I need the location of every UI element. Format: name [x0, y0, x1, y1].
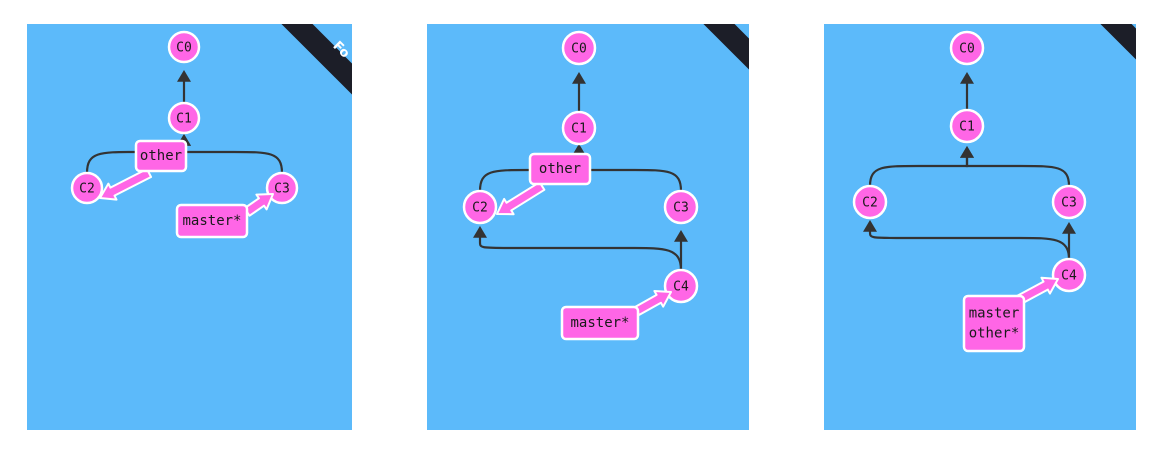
commit-node-c0[interactable]: C0	[167, 30, 201, 64]
commit-label: C3	[274, 182, 290, 197]
commit-circle	[949, 108, 985, 144]
edge-c3-c1	[182, 136, 284, 174]
panel-background	[427, 24, 749, 430]
commit-circle	[1051, 184, 1087, 220]
branch-box	[962, 294, 1026, 353]
commit-node-c0[interactable]: C0	[561, 30, 597, 66]
commit-label: C0	[571, 42, 587, 57]
corner-ribbon	[1100, 24, 1136, 60]
commit-node-c3[interactable]: C3	[663, 189, 699, 225]
branch-label-master[interactable]: master*	[560, 289, 672, 341]
commit-node-c1[interactable]: C1	[949, 108, 985, 144]
commit-label: C2	[472, 201, 488, 216]
commit-label: C1	[176, 112, 192, 127]
branch-box	[560, 305, 640, 341]
branch-box	[175, 203, 249, 239]
branch-name: other*	[969, 326, 1020, 342]
commit-circle	[70, 171, 104, 205]
commit-label: C1	[959, 120, 975, 135]
branch-name: other	[140, 148, 182, 164]
commit-label: C2	[862, 196, 878, 211]
commit-circle	[663, 268, 699, 304]
commit-circle	[462, 189, 498, 225]
corner-ribbon	[703, 24, 749, 70]
commit-label: C4	[673, 280, 689, 295]
branch-name: master*	[570, 315, 629, 331]
edge-c4-c3	[478, 228, 683, 271]
edge-arrowhead-icon	[177, 70, 191, 82]
commit-circle	[561, 110, 597, 146]
edge-arrowhead-icon	[863, 220, 877, 232]
branch-label-master[interactable]: master*	[175, 193, 274, 239]
commit-label: C1	[571, 122, 587, 137]
commit-label: C3	[1061, 196, 1077, 211]
branch-arrow-icon	[633, 289, 672, 316]
edge-arrowhead-icon	[960, 72, 974, 84]
commit-circle	[949, 30, 985, 66]
commit-node-c4[interactable]: C4	[1051, 257, 1087, 293]
commit-node-c2[interactable]: C2	[852, 184, 888, 220]
branch-name: master*	[182, 213, 241, 229]
edge-arrowhead-icon	[473, 226, 487, 238]
commit-circle	[167, 101, 201, 135]
commit-node-c2[interactable]: C2	[462, 189, 498, 225]
branch-name: master	[969, 306, 1020, 322]
commit-node-c3[interactable]: C3	[265, 171, 299, 205]
branch-labels: other master*	[99, 139, 274, 239]
commit-node-c3[interactable]: C3	[1051, 184, 1087, 220]
edges	[863, 72, 1076, 260]
edge-c2-c1	[478, 146, 581, 192]
branch-label-master-other[interactable]: master other*	[962, 276, 1059, 353]
commit-node-c0[interactable]: C0	[949, 30, 985, 66]
edge-arrowhead-icon	[572, 72, 586, 84]
commit-label: C3	[673, 201, 689, 216]
corner-ribbon: Fo	[281, 24, 352, 95]
edge-c2-c1	[868, 148, 969, 187]
edges	[473, 72, 688, 271]
panel-background	[824, 24, 1136, 430]
branch-labels: other master*	[496, 152, 672, 341]
branch-label-other[interactable]: other	[99, 139, 188, 201]
commit-node-c1[interactable]: C1	[561, 110, 597, 146]
commit-circle	[663, 189, 699, 225]
commit-node-c1[interactable]: C1	[167, 101, 201, 135]
branch-box	[528, 152, 592, 186]
commit-label: C0	[959, 42, 975, 57]
edge-c3-c1	[577, 146, 683, 192]
edge-arrowhead-icon	[960, 146, 974, 158]
commit-label: C4	[1061, 269, 1077, 284]
commit-node-c4[interactable]: C4	[663, 268, 699, 304]
commit-node-c2[interactable]: C2	[70, 171, 104, 205]
branch-arrow-icon	[1015, 276, 1059, 305]
commit-circle	[561, 30, 597, 66]
commit-label: C0	[176, 41, 192, 56]
branch-box	[134, 139, 188, 173]
branch-arrow-icon	[99, 167, 153, 201]
branch-arrow-icon	[496, 181, 546, 216]
commit-label: C2	[79, 182, 95, 197]
edge-arrowhead-icon	[1062, 222, 1076, 234]
commit-circle	[1051, 257, 1087, 293]
edge-c4-c3	[868, 222, 1071, 260]
branch-labels: master other*	[962, 276, 1059, 353]
commit-circle	[852, 184, 888, 220]
edge-arrowhead-icon	[674, 230, 688, 242]
commit-circle	[265, 171, 299, 205]
branch-label-other[interactable]: other	[496, 152, 592, 216]
commit-circle	[167, 30, 201, 64]
branch-name: other	[539, 161, 581, 177]
edge-c3-c1	[965, 148, 1071, 187]
